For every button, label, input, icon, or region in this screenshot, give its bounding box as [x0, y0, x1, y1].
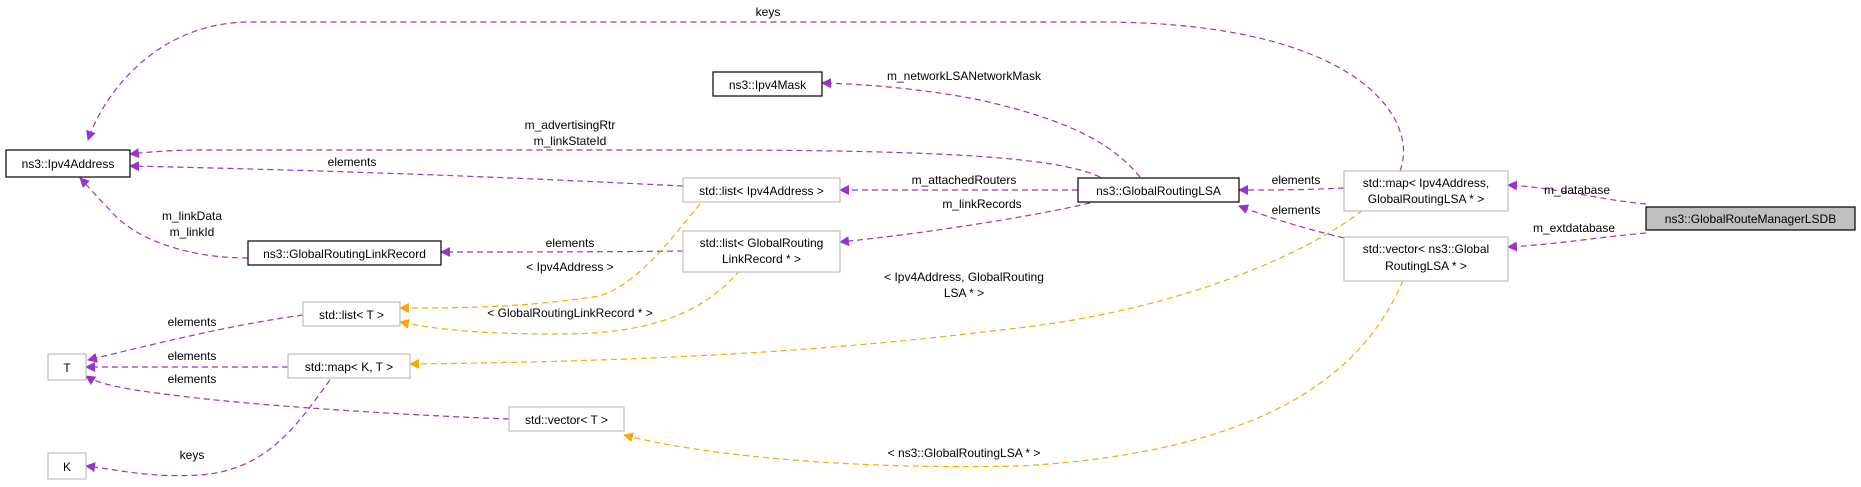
- label-advertising-1: m_advertisingRtr: [525, 118, 616, 132]
- node-k[interactable]: K: [47, 452, 87, 480]
- node-std-map-ipv4-lsa[interactable]: std::map< Ipv4Address, GlobalRoutingLSA …: [1343, 170, 1509, 212]
- node-list-ipv4-address[interactable]: std::list< Ipv4Address >: [682, 177, 841, 203]
- edge-vector-elements: [1238, 204, 1345, 239]
- label-m-extdatabase: m_extdatabase: [1533, 221, 1615, 235]
- label-tpl-map-2: LSA * >: [944, 286, 984, 300]
- node-global-routing-lsa[interactable]: ns3::GlobalRoutingLSA: [1077, 177, 1240, 203]
- edge-list-t-elements: [87, 314, 304, 363]
- svg-text:ns3::GlobalRoutingLSA: ns3::GlobalRoutingLSA: [1096, 184, 1221, 198]
- edge-tpl-lr: [399, 269, 741, 335]
- node-ipv4-address[interactable]: ns3::Ipv4Address: [5, 149, 131, 178]
- svg-text:std::vector< T >: std::vector< T >: [525, 413, 608, 427]
- node-global-routing-link-record[interactable]: ns3::GlobalRoutingLinkRecord: [247, 240, 442, 266]
- edge-keys-bottom: [85, 379, 331, 477]
- label-linkdata-2: m_linkId: [170, 225, 215, 239]
- svg-text:ns3::GlobalRouteManagerLSDB: ns3::GlobalRouteManagerLSDB: [1665, 212, 1836, 226]
- label-map-kt-elements: elements: [168, 349, 217, 363]
- node-map-k-t[interactable]: std::map< K, T >: [287, 353, 411, 379]
- label-vector-elements: elements: [1272, 203, 1321, 217]
- svg-text:std::map< K, T >: std::map< K, T >: [305, 360, 393, 374]
- node-vector-t[interactable]: std::vector< T >: [508, 406, 625, 432]
- node-list-link-record[interactable]: std::list< GlobalRouting LinkRecord * >: [682, 230, 841, 273]
- svg-text:ns3::Ipv4Address: ns3::Ipv4Address: [22, 157, 115, 171]
- svg-text:std::map< Ipv4Address,: std::map< Ipv4Address,: [1363, 176, 1489, 190]
- label-netmask: m_networkLSANetworkMask: [887, 69, 1042, 83]
- label-link-records: m_linkRecords: [942, 197, 1021, 211]
- node-ipv4-mask[interactable]: ns3::Ipv4Mask: [712, 71, 823, 97]
- edge-linkrecords: [839, 202, 1091, 247]
- svg-text:std::vector< ns3::Global: std::vector< ns3::Global: [1363, 242, 1489, 256]
- edge-tpl-vector: [623, 261, 1411, 468]
- edge-tpl-map: [409, 203, 1371, 369]
- node-list-t[interactable]: std::list< T >: [302, 301, 401, 327]
- label-keys-top: keys: [756, 5, 781, 19]
- edge-m-database: [1507, 180, 1647, 205]
- edge-keys-top: [86, 21, 1405, 172]
- label-list-t-elements: elements: [168, 315, 217, 329]
- svg-text:std::list< Ipv4Address >: std::list< Ipv4Address >: [699, 184, 824, 198]
- edge-map-elements: [1238, 184, 1345, 195]
- label-linkdata-1: m_linkData: [162, 209, 222, 223]
- edge-list-ipv4-elements: [129, 161, 684, 187]
- label-keys-bottom: keys: [180, 448, 205, 462]
- label-tpl-ipv4: < Ipv4Address >: [526, 260, 613, 274]
- label-tpl-map-1: < Ipv4Address, GlobalRouting: [884, 270, 1044, 284]
- label-tpl-vector: < ns3::GlobalRoutingLSA * >: [888, 446, 1041, 460]
- svg-text:RoutingLSA * >: RoutingLSA * >: [1385, 259, 1467, 273]
- label-m-database: m_database: [1544, 183, 1610, 197]
- label-list-lr-elements: elements: [546, 236, 595, 250]
- node-t[interactable]: T: [47, 353, 87, 381]
- svg-text:ns3::GlobalRoutingLinkRecord: ns3::GlobalRoutingLinkRecord: [263, 247, 426, 261]
- edge-m-extdatabase: [1507, 232, 1647, 252]
- svg-text:K: K: [63, 460, 71, 474]
- edge-vector-t-elements: [85, 375, 510, 420]
- node-std-vector-lsa[interactable]: std::vector< ns3::Global RoutingLSA * >: [1343, 236, 1509, 282]
- svg-text:T: T: [63, 361, 71, 375]
- edge-netmask: [821, 78, 1141, 178]
- label-vector-t-elements: elements: [168, 372, 217, 386]
- svg-text:ns3::Ipv4Mask: ns3::Ipv4Mask: [729, 78, 807, 92]
- svg-text:std::list< GlobalRouting: std::list< GlobalRouting: [700, 236, 824, 250]
- edge-advertising: [129, 148, 1101, 178]
- label-list-ipv4-elements: elements: [328, 155, 377, 169]
- label-tpl-linkrecord: < GlobalRoutingLinkRecord * >: [487, 306, 652, 320]
- svg-text:GlobalRoutingLSA * >: GlobalRoutingLSA * >: [1368, 192, 1484, 206]
- node-global-route-manager-lsdb[interactable]: ns3::GlobalRouteManagerLSDB: [1645, 206, 1856, 231]
- edge-tpl-ipv4: [399, 203, 701, 313]
- label-attached-routers: m_attachedRouters: [912, 173, 1017, 187]
- svg-text:LinkRecord * >: LinkRecord * >: [722, 252, 801, 266]
- svg-text:std::list< T >: std::list< T >: [319, 308, 384, 322]
- label-map-elements: elements: [1272, 173, 1321, 187]
- label-advertising-2: m_linkStateId: [534, 134, 607, 148]
- edge-list-lr-elements: [440, 246, 684, 257]
